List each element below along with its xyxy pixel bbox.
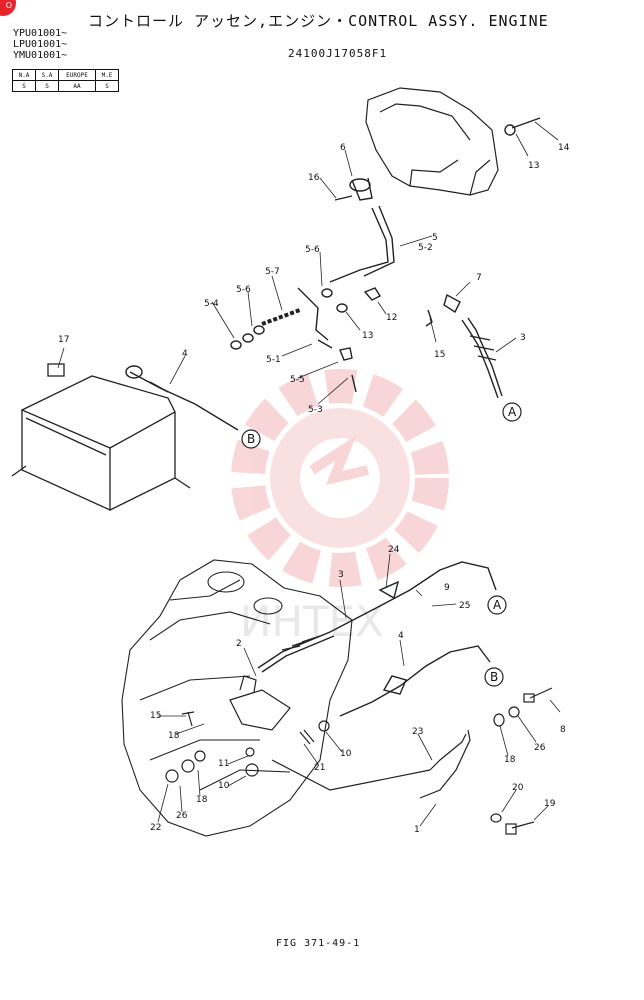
rod-assembly-upper: [230, 117, 541, 393]
corner-badge: O: [0, 0, 16, 16]
callout-17: 17: [58, 335, 69, 345]
callout-6: 6: [340, 143, 346, 153]
cable-4-lower: [339, 645, 491, 717]
callout-20: 20: [512, 783, 524, 793]
callout-5: 5: [432, 233, 438, 243]
serial-number: LPU01001~: [13, 39, 68, 50]
callout-5-2: 5-2: [418, 243, 433, 253]
callout-11: 11: [218, 759, 229, 769]
callout-5-6: 5-6: [305, 245, 320, 255]
callout-15: 15: [434, 350, 445, 360]
callout-18: 18: [504, 755, 516, 765]
callout-8: 8: [560, 725, 566, 735]
callout-5-5: 5-5: [290, 375, 305, 385]
callout-9: 9: [444, 583, 450, 593]
callout-18: 18: [196, 795, 208, 805]
marker-label: A: [508, 405, 517, 419]
marker-label: B: [247, 432, 255, 446]
callout-24: 24: [388, 545, 400, 555]
marker-a-lower: A: [487, 595, 507, 615]
lower-hardware: [165, 687, 553, 835]
control-box: [11, 363, 191, 512]
cable-3-lower: [257, 561, 497, 673]
corner-badge-text: O: [5, 1, 12, 10]
spec-header-row: N.A S.A EUROPE M.E: [12, 69, 119, 81]
watermark-text: ИНТЕХ: [240, 597, 384, 646]
callout-7: 7: [476, 273, 482, 283]
serial-number: YMU01001~: [13, 50, 68, 61]
callout-26: 26: [176, 811, 188, 821]
callout-22: 22: [150, 823, 161, 833]
callout-5-4: 5-4: [204, 299, 219, 309]
cable-4-upper: [125, 365, 239, 431]
marker-a-upper: A: [502, 402, 522, 422]
governor-linkage: [181, 675, 471, 799]
upper-engine-block: [365, 87, 499, 196]
callout-10: 10: [218, 781, 230, 791]
callout-2: 2: [236, 639, 242, 649]
cable-3-upper: [461, 317, 503, 399]
page-title: コントロール アッセン,エンジン・CONTROL ASSY. ENGINE: [88, 12, 549, 30]
marker-b-lower: B: [484, 667, 504, 687]
callout-13: 13: [528, 161, 539, 171]
callout-12: 12: [386, 313, 397, 323]
callout-13: 13: [362, 331, 373, 341]
callout-3: 3: [520, 333, 526, 343]
lower-engine-block: [121, 559, 353, 837]
callout-5-1: 5-1: [266, 355, 281, 365]
spec-value: S: [12, 80, 36, 92]
callout-14: 14: [558, 143, 570, 153]
spec-value-row: S S AA S: [12, 80, 119, 92]
serial-number: YPU01001~: [13, 28, 68, 39]
callout-15: 15: [150, 711, 161, 721]
callout-5-7: 5-7: [265, 267, 280, 277]
callout-19: 19: [544, 799, 556, 809]
part-number: 24100J17058F1: [288, 47, 388, 60]
callout-21: 21: [314, 763, 325, 773]
callout-4: 4: [398, 631, 404, 641]
leader-lines: [57, 121, 561, 827]
watermark-gear-icon: [231, 369, 449, 587]
callout-26: 26: [534, 743, 546, 753]
serial-list: YPU01001~ LPU01001~ YMU01001~: [13, 28, 67, 61]
spec-value: S: [95, 80, 119, 92]
marker-label: A: [493, 598, 502, 612]
callout-10: 10: [340, 749, 352, 759]
callout-5-3: 5-3: [308, 405, 323, 415]
figure-number: FIG 371-49-1: [276, 938, 361, 949]
callout-1: 1: [414, 825, 420, 835]
spec-table: N.A S.A EUROPE M.E S S AA S: [12, 69, 119, 92]
callout-5-6: 5-6: [236, 285, 251, 295]
callout-18: 18: [168, 731, 180, 741]
callout-16: 16: [308, 173, 320, 183]
callout-3: 3: [338, 570, 344, 580]
callout-23: 23: [412, 727, 423, 737]
callout-4: 4: [182, 349, 188, 359]
callout-25: 25: [459, 601, 470, 611]
marker-b-upper: B: [241, 429, 261, 449]
marker-label: B: [490, 670, 498, 684]
